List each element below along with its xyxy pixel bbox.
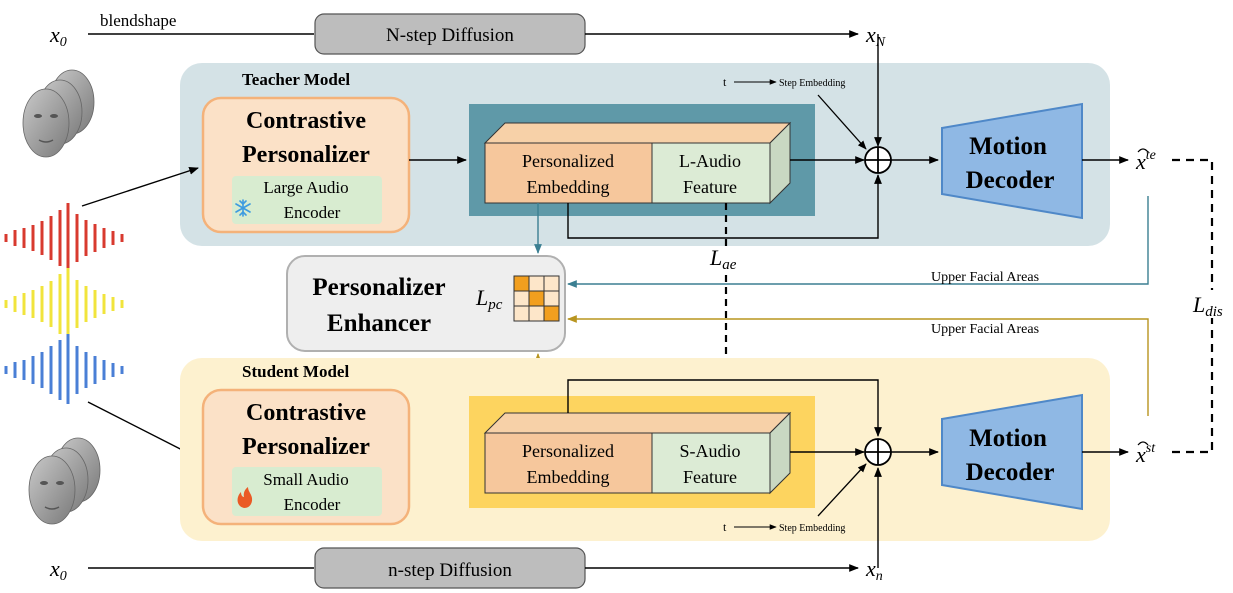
- student-step-embedding: Step Embedding: [779, 523, 845, 534]
- student-personalizer-line2: Personalizer: [242, 434, 370, 460]
- bottom-x0-label: x0: [49, 556, 67, 584]
- teacher-personalized-embedding: [484, 142, 653, 204]
- s-audio-feature-line2: Feature: [683, 467, 737, 487]
- teacher-embed-to-sum: [567, 174, 882, 239]
- teacher-embed-line2: Embedding: [527, 177, 610, 197]
- teacher-upper-facial-arrow: [567, 196, 1149, 288]
- student-output-hat: [1137, 441, 1149, 446]
- small-audio-encoder-line2: Encoder: [284, 495, 341, 514]
- student-model-title: Student Model: [242, 362, 349, 381]
- top-diffusion-row: x0 blendshape N-step Diffusion xN: [49, 11, 886, 55]
- l-audio-feature-line2: Feature: [683, 177, 737, 197]
- upper-facial-areas-bottom: Upper Facial Areas: [931, 322, 1039, 337]
- upper-facial-areas-top: Upper Facial Areas: [931, 270, 1039, 285]
- student-decoder-line2: Decoder: [966, 459, 1055, 486]
- student-step-to-sum: [817, 463, 867, 517]
- teacher-decoder-line2: Decoder: [966, 167, 1055, 194]
- student-motion-decoder: [941, 393, 1083, 511]
- l-pc-label: Lpc: [475, 285, 503, 313]
- large-audio-encoder-line1: Large Audio: [263, 178, 348, 197]
- teacher-personalizer-line1: Contrastive: [246, 108, 366, 134]
- large-audio-encoder-box: [232, 176, 382, 224]
- teacher-model-title: Teacher Model: [242, 70, 350, 89]
- teacher-decoder-line1: Motion: [969, 133, 1047, 160]
- student-embed-to-sum: [567, 379, 882, 437]
- teacher-step-embedding: Step Embedding: [779, 78, 845, 89]
- student-t-label: t: [723, 520, 727, 534]
- student-cube-top: [483, 412, 792, 434]
- s-audio-feature-line1: S-Audio: [679, 441, 740, 461]
- bottom-diffusion-row: x0 n-step Diffusion xn: [49, 547, 883, 589]
- top-xN-label: xN: [865, 22, 886, 50]
- blendshape-label: blendshape: [100, 11, 176, 30]
- student-personalizer-line1: Contrastive: [246, 400, 366, 426]
- small-n-step-diffusion-label: n-step Diffusion: [388, 560, 512, 581]
- personalizer-enhancer: [286, 255, 566, 352]
- audio-waveform-yellow: [4, 268, 124, 340]
- teacher-output-label: xte: [1135, 148, 1156, 174]
- l-dis-label-bg: [1190, 290, 1230, 318]
- teacher-personalizer-line2: Personalizer: [242, 142, 370, 168]
- student-output-label: xst: [1135, 441, 1156, 467]
- snowflake-icon: [235, 199, 251, 217]
- l-dis-label: Ldis: [1192, 292, 1223, 320]
- l-audio-feature: [651, 142, 771, 204]
- enhancer-line1: Personalizer: [312, 274, 445, 301]
- audio-waveform-red: [4, 203, 124, 273]
- student-embed-line1: Personalized: [522, 441, 614, 461]
- l-ae-label: Lae: [709, 245, 737, 273]
- l-audio-feature-line1: L-Audio: [679, 151, 741, 171]
- top-x0-label: x0: [49, 22, 67, 50]
- student-decoder-line1: Motion: [969, 425, 1047, 452]
- s-audio-feature: [651, 432, 771, 494]
- teacher-output-hat: [1137, 148, 1149, 153]
- teacher-t-label: t: [723, 75, 727, 89]
- l-ae-label-bg: [706, 246, 746, 272]
- teacher-embed-line1: Personalized: [522, 151, 614, 171]
- large-audio-encoder-line2: Encoder: [284, 203, 341, 222]
- teacher-face-head-icon: [22, 69, 95, 158]
- teacher-circle-plus-icon: [864, 146, 892, 174]
- audio-waveform-blue: [4, 334, 124, 404]
- contrastive-matrix-icon: [513, 275, 560, 322]
- small-audio-encoder-box: [232, 467, 382, 516]
- teacher-cube-top: [483, 122, 792, 144]
- flame-icon: [237, 487, 253, 508]
- enhancer-line2: Enhancer: [327, 310, 431, 337]
- small-audio-encoder-line1: Small Audio: [263, 470, 348, 489]
- bottom-xn-label: xn: [865, 556, 883, 584]
- student-circle-plus-icon: [864, 438, 892, 466]
- n-step-diffusion-label: N-step Diffusion: [386, 25, 514, 46]
- audio-to-student-arrow: [87, 401, 199, 459]
- student-embed-line2: Embedding: [527, 467, 610, 487]
- teacher-step-to-sum: [817, 94, 867, 150]
- student-upper-facial-arrow: [567, 315, 1149, 416]
- audio-to-teacher-arrow: [81, 167, 199, 207]
- teacher-motion-decoder: [941, 102, 1083, 220]
- student-face-head-icon: [28, 437, 101, 525]
